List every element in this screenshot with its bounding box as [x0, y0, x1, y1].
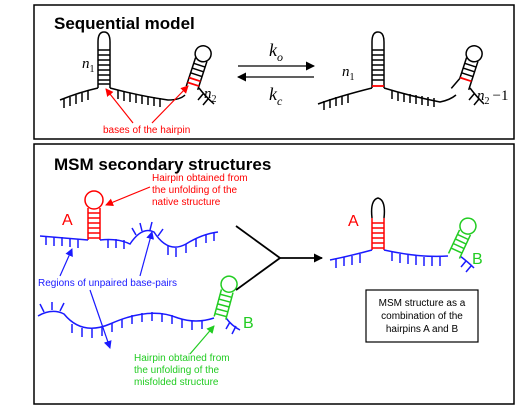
misfolded-note-line1: Hairpin obtained from — [134, 353, 230, 364]
left-hairpin-n2 — [185, 45, 212, 91]
result-hairpin-a-loop — [370, 197, 386, 219]
unpaired-regions-label: Regions of unpaired base-pairs — [38, 278, 177, 289]
hairpin-a-native — [84, 190, 104, 240]
rate-arrows: ko kc — [237, 40, 315, 108]
msm-panel — [33, 143, 515, 405]
result-description-box — [365, 289, 479, 343]
native-note-arrow — [105, 186, 151, 207]
hairpin-a-label: A — [62, 212, 73, 229]
left-backbone — [59, 87, 215, 108]
result-hairpin-a — [371, 218, 385, 250]
native-note-line2: the unfolding of the — [152, 185, 238, 196]
unpaired-arrows — [59, 231, 155, 349]
hairpin-b-misfolded — [213, 275, 238, 320]
annotation-arrow-right — [151, 85, 189, 124]
sequential-model-title: Sequential model — [54, 14, 195, 33]
left-hairpin-n1 — [97, 31, 111, 88]
result-b-label: B — [472, 251, 483, 268]
result-hairpin-b — [447, 217, 477, 259]
misfolded-note-line2: the unfolding of the — [134, 365, 220, 376]
bases-of-hairpin-label: bases of the hairpin — [103, 125, 190, 136]
rate-ko-label: ko — [269, 40, 283, 64]
misfolded-note-arrow — [189, 325, 215, 355]
result-a-label: A — [348, 213, 359, 230]
right-n1-label: n1 — [342, 64, 355, 83]
result-box-line3: hairpins A and B — [386, 324, 459, 335]
right-hairpin-n1 — [371, 31, 385, 88]
right-hairpin-n2 — [450, 45, 483, 91]
right-backbone — [317, 87, 485, 110]
sequential-model-panel — [33, 4, 515, 140]
result-box-line2: combination of the — [381, 311, 463, 322]
left-sequential-structure: n1 n2 bases of the hairpin — [59, 31, 217, 136]
rate-kc-label: kc — [269, 84, 283, 108]
left-n2-label: n2 — [204, 86, 217, 105]
native-note-line3: native structure — [152, 197, 221, 208]
unpaired-strand-bottom — [37, 302, 241, 338]
native-note-line1: Hairpin obtained from — [152, 173, 248, 184]
msm-title: MSM secondary structures — [54, 155, 271, 174]
annotation-arrow-left — [105, 88, 134, 124]
right-sequential-structure: n1 n2−1 — [317, 31, 508, 110]
misfolded-note-line3: misfolded structure — [134, 377, 219, 388]
hairpin-b-label: B — [243, 315, 254, 332]
right-n2-label: n2−1 — [477, 88, 508, 107]
result-box-line1: MSM structure as a — [379, 298, 466, 309]
left-n1-label: n1 — [82, 56, 95, 75]
combination-arrows — [235, 225, 323, 291]
result-backbone — [329, 249, 475, 273]
